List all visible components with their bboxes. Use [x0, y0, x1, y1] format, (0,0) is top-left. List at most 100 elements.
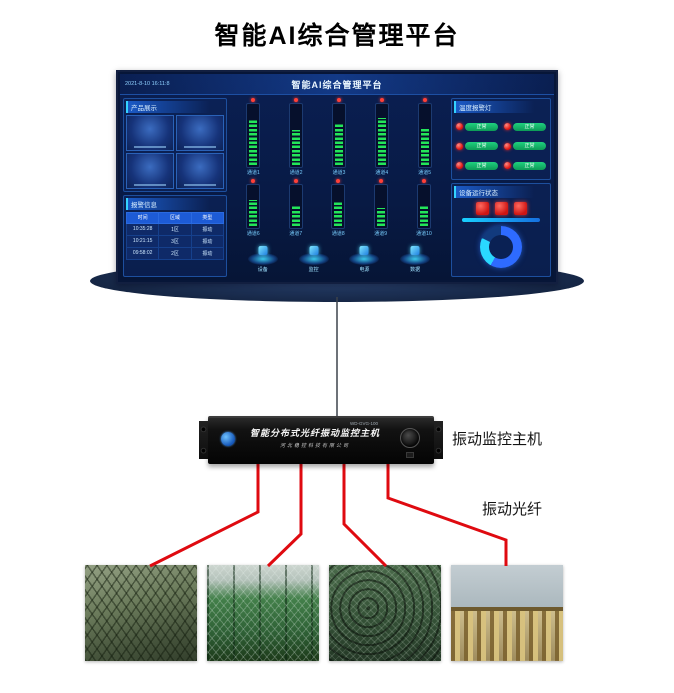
fiber-callout-label: 振动光纤 [482, 501, 543, 518]
product-image-grid [126, 115, 224, 189]
channel-label: 通道6 [246, 231, 260, 237]
alarm-dot-icon [379, 98, 384, 102]
dashboard-timestamp: 2021-8-10 16:11:8 [125, 81, 170, 87]
channel-bar [288, 184, 303, 229]
alarm-lamp: 正常 [456, 161, 498, 170]
hologram-icon [247, 253, 278, 265]
red-lamp-icon [456, 162, 463, 170]
channel-indicator: 通道4 [374, 98, 389, 176]
channel-level [249, 200, 258, 226]
channel-level [334, 202, 343, 226]
product-panel-title: 产品展示 [126, 101, 224, 113]
dock-button-devices[interactable]: 设备 [243, 253, 283, 273]
status-square-icon [494, 202, 508, 216]
dashboard-monitor: 2021-8-10 16:11:8 智能AI综合管理平台 产品展示 [116, 70, 558, 284]
status-square-icon [475, 202, 489, 216]
alarm-col-time: 时间 [125, 211, 160, 224]
status-indicator-row [454, 202, 548, 216]
photo-chainlink-fence [85, 565, 197, 661]
status-square-icon [513, 202, 527, 216]
temperature-alarm-panel: 温度报警灯 正常 正常 正常 正常 正常 正常 [451, 98, 551, 181]
table-row: 10:35:28 1区 振动 [125, 222, 225, 236]
alarm-dot-icon [336, 98, 341, 102]
power-knob[interactable] [400, 428, 420, 448]
status-gauge-bar [462, 218, 540, 223]
dock-label: 电源 [359, 267, 370, 273]
temperature-lamp-grid: 正常 正常 正常 正常 正常 正常 [454, 115, 548, 177]
dock-button-power[interactable]: 电源 [344, 253, 384, 273]
alarm-type: 振动 [190, 246, 225, 260]
alarm-col-zone: 区域 [158, 211, 192, 224]
alarm-dot-icon [421, 179, 426, 183]
page-title: 智能AI综合管理平台 [214, 22, 460, 50]
alarm-panel-title: 报警信息 [126, 197, 224, 210]
channel-level [420, 127, 429, 165]
dock-label: 监控 [308, 267, 319, 273]
alarm-lamp: 正常 [456, 122, 498, 131]
device-title: 智能分布式光纤振动监控主机 [249, 428, 380, 438]
alarm-panel: 报警信息 时间 区域 类型 10:35 [123, 194, 227, 277]
channel-bar [416, 184, 431, 229]
channel-bar [289, 103, 304, 168]
fiber-cable-2 [266, 463, 303, 568]
alarm-table-header-row: 时间 区域 类型 [125, 211, 225, 224]
red-lamp-icon [456, 142, 463, 150]
channel-indicator: 通道1 [246, 98, 261, 176]
channel-indicator-row-2: 通道6 通道7 通道8 通道9 通道10 [232, 179, 446, 237]
channel-level [292, 129, 301, 165]
alarm-dot-icon [336, 179, 341, 183]
alarm-lamp: 正常 [504, 142, 546, 151]
dashboard-title: 智能AI综合管理平台 [291, 80, 383, 90]
channel-indicator: 通道5 [417, 98, 432, 176]
alarm-time: 09:58:02 [125, 246, 160, 260]
channel-level [419, 204, 428, 226]
dock-button-data[interactable]: 数据 [395, 253, 435, 273]
channel-bar [331, 103, 346, 168]
channel-indicator: 通道8 [331, 179, 346, 237]
channel-indicator: 通道7 [288, 179, 303, 237]
dashboard-screen: 2021-8-10 16:11:8 智能AI综合管理平台 产品展示 [120, 74, 554, 280]
device-model: WD-GVG-100 [349, 421, 378, 426]
alarm-zone: 1区 [158, 222, 192, 236]
red-lamp-icon [504, 162, 511, 170]
dashboard-left-column: 产品展示 报警信息 时间 [123, 98, 227, 277]
channel-bar [374, 103, 389, 168]
alarm-col-type: 类型 [190, 211, 225, 224]
channel-bar [246, 184, 261, 229]
channel-label: 通道4 [375, 170, 389, 176]
table-row: 09:58:02 2区 振动 [125, 246, 225, 260]
photo-mesh-fence [207, 565, 319, 661]
lamp-status: 正常 [465, 122, 498, 131]
dock-button-monitor[interactable]: 监控 [294, 253, 334, 273]
channel-bar [373, 184, 388, 229]
red-lamp-icon [504, 142, 511, 150]
alarm-time: 10:35:28 [125, 222, 160, 236]
product-image [126, 115, 174, 151]
product-image [176, 152, 224, 189]
device-status-title: 设备运行状态 [454, 186, 548, 199]
channel-label: 通道2 [289, 170, 303, 176]
lamp-status: 正常 [513, 122, 546, 131]
channel-level [291, 206, 300, 226]
alarm-dot-icon [378, 179, 383, 183]
dashboard-right-column: 温度报警灯 正常 正常 正常 正常 正常 正常 设备运行状态 [451, 98, 551, 277]
device-faceplate-text: 智能分布式光纤振动监控主机 河北稳控科技有限公司 [240, 426, 390, 449]
host-callout-label: 振动监控主机 [452, 431, 543, 448]
channel-label: 通道8 [331, 231, 345, 237]
alarm-dot-icon [251, 179, 256, 183]
dock-label: 设备 [257, 267, 268, 273]
lamp-status: 正常 [513, 161, 546, 170]
alarm-lamp: 正常 [504, 122, 546, 131]
temperature-panel-title: 温度报警灯 [454, 101, 548, 113]
red-lamp-icon [504, 123, 511, 131]
alarm-zone: 3区 [158, 234, 192, 248]
channel-bar [246, 103, 261, 168]
alarm-type: 振动 [190, 222, 225, 236]
hologram-icon [400, 253, 431, 265]
fiber-cable-1 [149, 463, 260, 568]
photo-bridge-railing [451, 565, 563, 661]
channel-indicator: 通道3 [331, 98, 346, 176]
hologram-icon [349, 253, 380, 265]
channel-indicator: 通道10 [416, 179, 432, 237]
